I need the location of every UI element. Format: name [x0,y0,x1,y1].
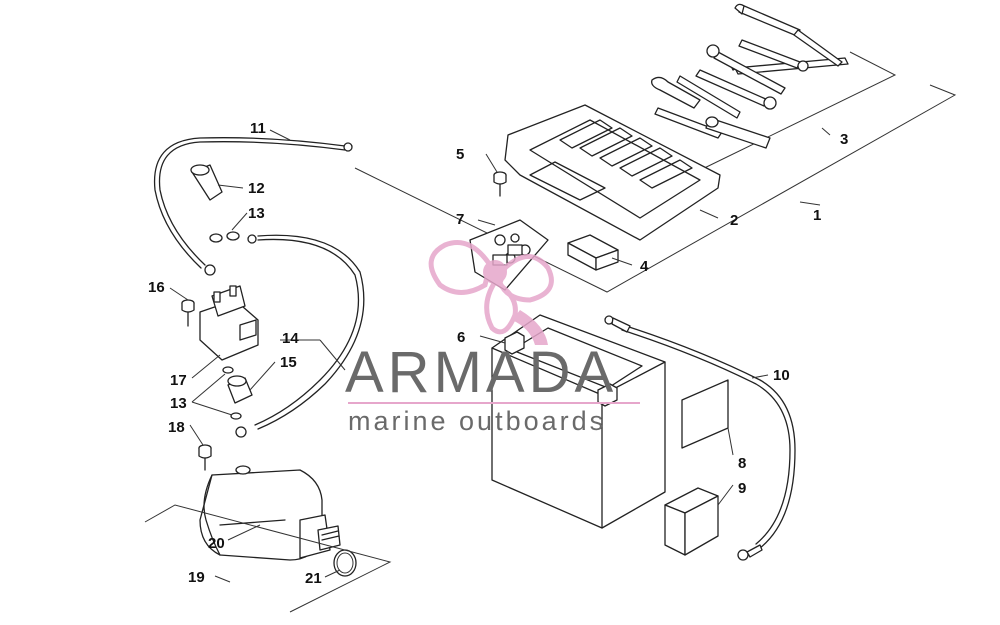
leader-lines [169,129,769,578]
group-19-bracket [144,504,392,613]
callout-20: 20 [208,535,225,552]
tool-kit-part [651,3,849,149]
starter-relay-part [199,285,259,361]
callout-14: 14 [282,330,299,347]
storage-tray-part [504,104,721,241]
callout-13-upper: 13 [248,205,265,222]
positive-cable-11 [153,137,353,276]
callout-3: 3 [840,131,848,148]
screw-18-part [198,444,212,471]
callout-5: 5 [456,146,464,163]
nut-13-lower [222,366,242,420]
nut-13-upper [209,231,240,243]
callout-7: 7 [456,211,464,228]
callout-11: 11 [250,120,266,137]
foam-pad-4-part [567,234,619,271]
battery-cable-10 [604,315,796,561]
callout-16: 16 [148,279,165,296]
callout-2: 2 [730,212,738,229]
watermark-brand: ARMADA [345,340,617,405]
terminal-boot-12 [190,164,223,201]
callout-18: 18 [168,419,185,436]
o-ring-part [333,549,357,577]
group-1-bracket [354,84,957,293]
callout-15: 15 [280,354,297,371]
callout-17: 17 [170,372,187,389]
screw-16-part [181,299,195,327]
screw-5-part [493,171,507,197]
callout-8: 8 [738,455,746,472]
label-8-part [681,379,729,449]
starter-cable-14 [235,234,365,438]
terminal-boot-15 [227,375,253,404]
callout-21: 21 [305,570,322,587]
callout-13-lower: 13 [170,395,187,412]
armada-watermark: ARMADA marine outboards [345,240,640,436]
callout-19: 19 [188,569,205,586]
watermark-tagline: marine outboards [348,406,606,436]
callout-4: 4 [640,258,649,275]
callout-labels: 1 2 3 4 5 6 7 8 9 10 11 12 13 13 14 15 1… [148,120,848,587]
callout-1: 1 [813,207,821,224]
callout-6: 6 [457,329,465,346]
callout-9: 9 [738,480,746,497]
callout-12: 12 [248,180,265,197]
armada-logo-propeller [428,240,554,345]
callout-10: 10 [773,367,790,384]
battery-part [491,314,666,529]
foam-pad-9-part [664,487,719,556]
